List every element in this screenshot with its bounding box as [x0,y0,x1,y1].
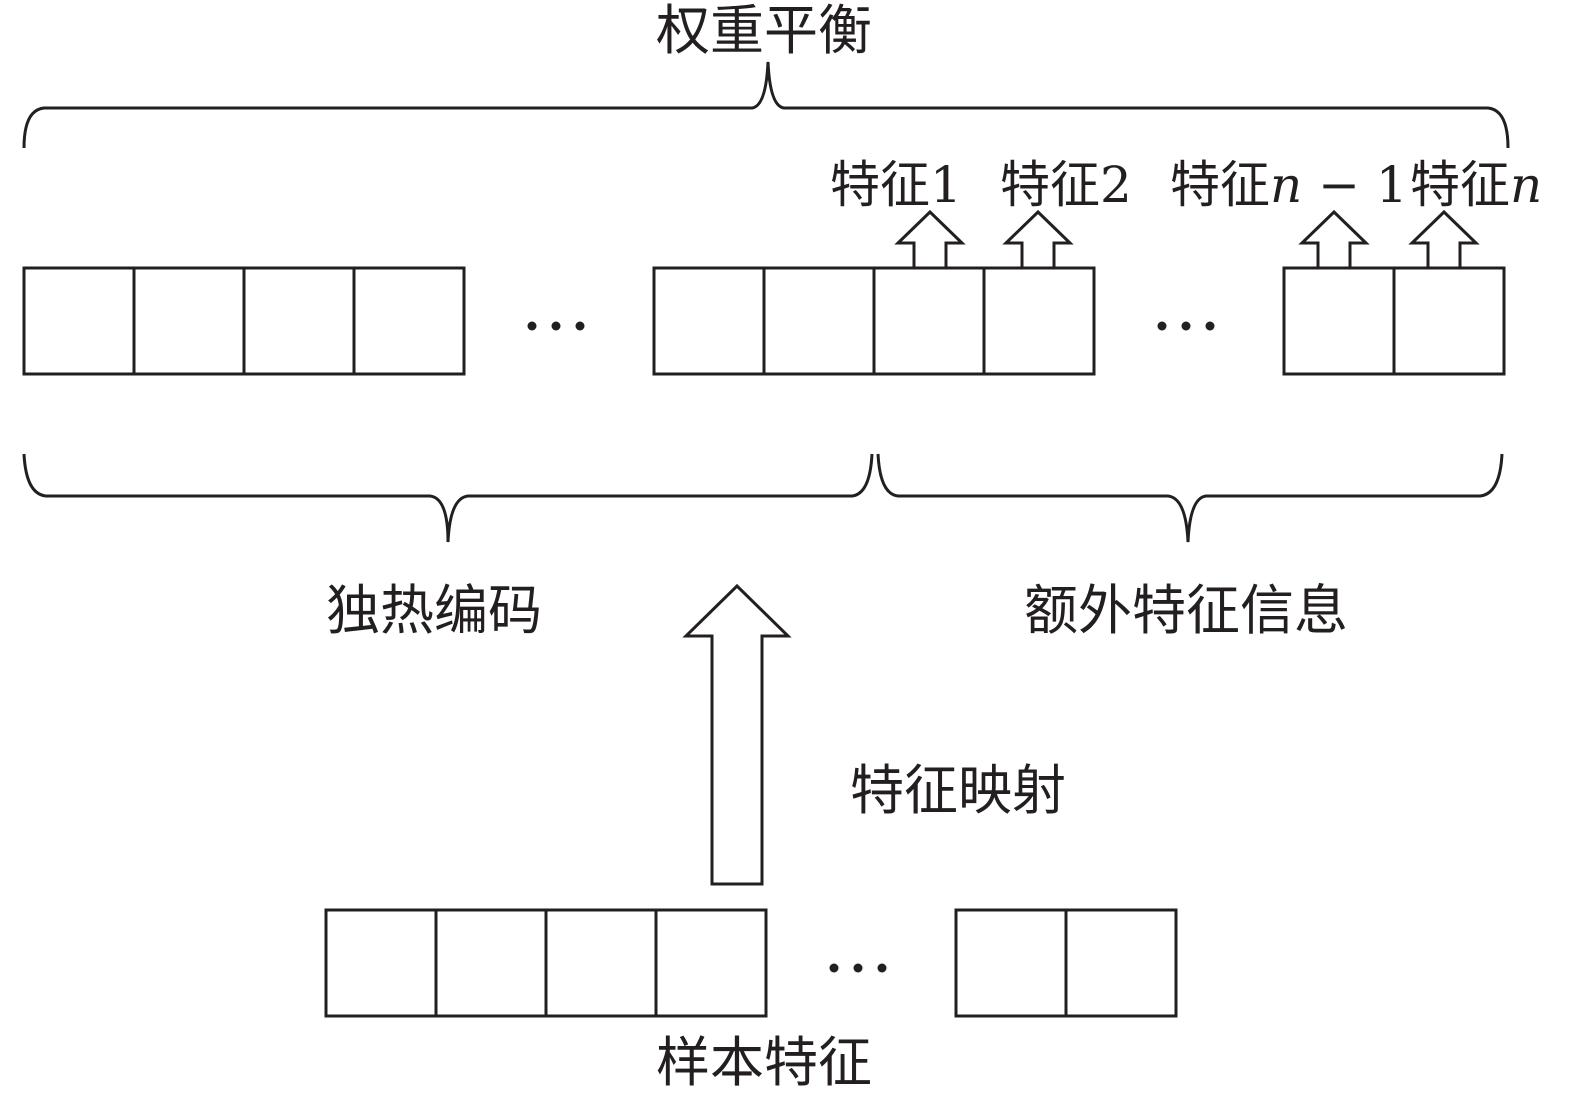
encoded-cell [22,266,136,376]
label-feature-2: 特征2 [1000,156,1132,214]
label-extra-feature-info: 额外特征信息 [1024,579,1348,642]
label-feature-n: 特征n [1410,160,1542,210]
encoded-cell [762,266,876,376]
ellipsis-top-left [527,321,585,331]
label-feature-n-minus-1: 特征n − 1 [1170,160,1408,210]
sample-cell [324,908,438,1018]
label-sample-features: 样本特征 [656,1031,872,1094]
encoded-vector [22,266,1506,376]
sample-cell [954,908,1068,1018]
ellipsis-top-right [1157,321,1215,331]
encoded-cell [352,266,466,376]
brace-one-hot-encoding [22,453,874,543]
encoded-cell [652,266,766,376]
feature-cell-1 [872,266,986,376]
sample-cell [544,908,658,1018]
feature-1-arrow-icon [894,209,966,270]
label-feature-n-prefix: 特征 [1410,156,1510,214]
sample-vector [324,908,1178,1018]
label-weight-balance: 权重平衡 [656,0,872,62]
label-one-hot-encoding: 独热编码 [326,579,542,642]
label-feature-n-minus-1-prefix: 特征 [1170,156,1270,214]
encoded-cell [132,266,246,376]
feature-cell-n-minus-1 [1282,266,1396,376]
feature-mapping-arrow-icon [682,583,792,886]
brace-extra-feature-info [876,453,1504,543]
feature-cell-2 [982,266,1096,376]
label-feature-n-var: n [1510,156,1543,214]
feature-cell-n [1392,266,1506,376]
sample-cell [1064,908,1178,1018]
brace-weight-balance [22,61,1510,149]
ellipsis-bottom [829,963,887,973]
sample-cell [654,908,768,1018]
feature-2-arrow-icon [1002,209,1074,270]
label-feature-1: 特征1 [830,156,962,214]
label-feature-n-minus-1-suffix: − 1 [1302,156,1408,214]
sample-cell [434,908,548,1018]
label-feature-n-minus-1-var: n [1270,156,1303,214]
encoded-cell [242,266,356,376]
label-feature-mapping: 特征映射 [850,759,1066,822]
feature-n-minus-1-arrow-icon [1298,209,1370,270]
feature-n-arrow-icon [1408,209,1480,270]
